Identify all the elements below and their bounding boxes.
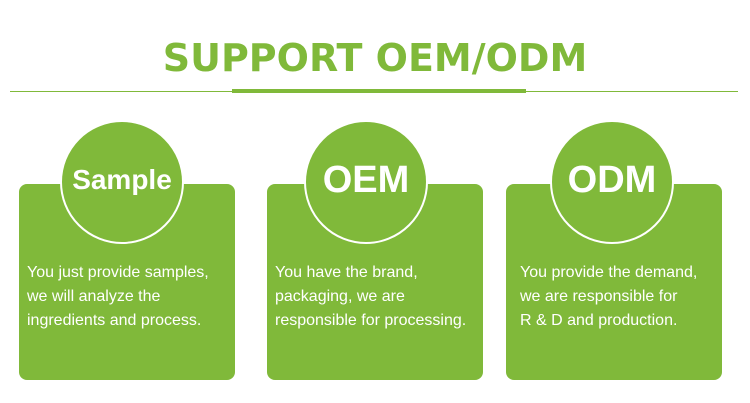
oem-description-line: responsible for processing.: [275, 312, 467, 329]
odm-description: You provide the demand, we are responsib…: [520, 261, 697, 333]
sample-description-line: ingredients and process.: [27, 312, 202, 329]
sample-circle-badge: Sample: [60, 120, 184, 244]
sample-description-line: You just provide samples,: [27, 264, 209, 281]
oem-description: You have the brand, packaging, we are re…: [275, 261, 466, 333]
page-title: SUPPORT OEM/ODM: [162, 36, 588, 80]
title-underline-accent: [232, 89, 526, 93]
odm-description-line: R & D and production.: [520, 312, 678, 329]
oem-heading: OEM: [322, 158, 410, 201]
odm-description-line: we are responsible for: [520, 288, 678, 305]
odm-description-line: You provide the demand,: [520, 264, 698, 281]
odm-circle-badge: ODM: [550, 120, 674, 244]
sample-description-line: we will analyze the: [27, 288, 161, 305]
sample-description: You just provide samples, we will analyz…: [27, 261, 209, 333]
oem-circle-badge: OEM: [304, 120, 428, 244]
odm-heading: ODM: [567, 158, 657, 201]
sample-heading: Sample: [72, 164, 172, 195]
oem-description-line: You have the brand,: [275, 264, 418, 281]
oem-description-line: packaging, we are: [275, 288, 405, 305]
